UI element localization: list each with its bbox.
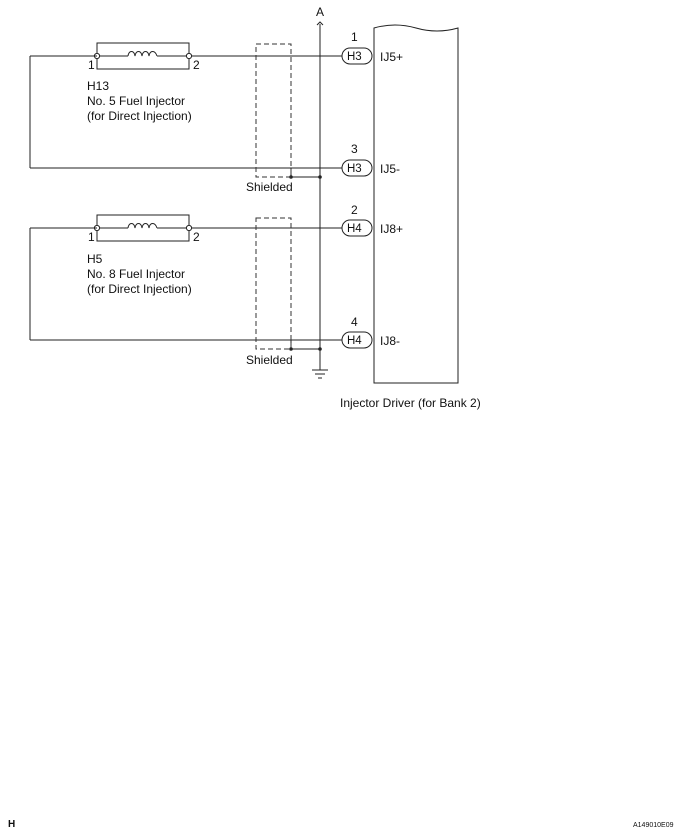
signal-label: IJ8- (380, 334, 400, 348)
terminal-pin-2: 2 (351, 203, 358, 217)
injector-driver-label: Injector Driver (for Bank 2) (340, 396, 481, 410)
shield-lower (255, 217, 292, 350)
signal-label: IJ5+ (380, 50, 403, 64)
ground-icon (312, 369, 328, 379)
footer-section-letter: H (8, 819, 15, 830)
h13-pin-right: 2 (193, 58, 200, 72)
bus-line-a (316, 21, 324, 370)
signal-label: IJ5- (380, 162, 400, 176)
h5-pin-left: 1 (88, 230, 95, 244)
connector-label: H4 (347, 335, 362, 347)
shield-upper (255, 43, 292, 178)
connector-label: H3 (347, 163, 362, 175)
injector-driver-box (373, 24, 459, 384)
connector-h3-a (341, 47, 373, 65)
h13-pin-left: 1 (88, 58, 95, 72)
shield-label-lower: Shielded (246, 353, 293, 367)
connector-label: H3 (347, 51, 362, 63)
coil-icon (127, 51, 158, 57)
coil-icon (127, 223, 158, 229)
h13-ref: H13 (87, 79, 109, 93)
h5-ref: H5 (87, 252, 103, 266)
shield-label-upper: Shielded (246, 180, 293, 194)
footer-figure-id: A149010E09 (633, 822, 674, 829)
terminal-pin-4: 4 (351, 315, 358, 329)
signal-label: IJ8+ (380, 222, 403, 236)
injector-h13 (93, 42, 193, 70)
connector-h4-b (341, 331, 373, 349)
connector-h4-a (341, 219, 373, 237)
h5-name: No. 8 Fuel Injector (87, 267, 185, 281)
h13-name: No. 5 Fuel Injector (87, 94, 185, 108)
connector-label: H4 (347, 223, 362, 235)
terminal-pin-3: 3 (351, 142, 358, 156)
bus-label: A (316, 5, 324, 19)
injector-h5 (93, 214, 193, 242)
terminal-pin-1: 1 (351, 30, 358, 44)
h5-pin-right: 2 (193, 230, 200, 244)
connector-h3-b (341, 159, 373, 177)
h5-sub: (for Direct Injection) (87, 282, 192, 296)
h13-sub: (for Direct Injection) (87, 109, 192, 123)
